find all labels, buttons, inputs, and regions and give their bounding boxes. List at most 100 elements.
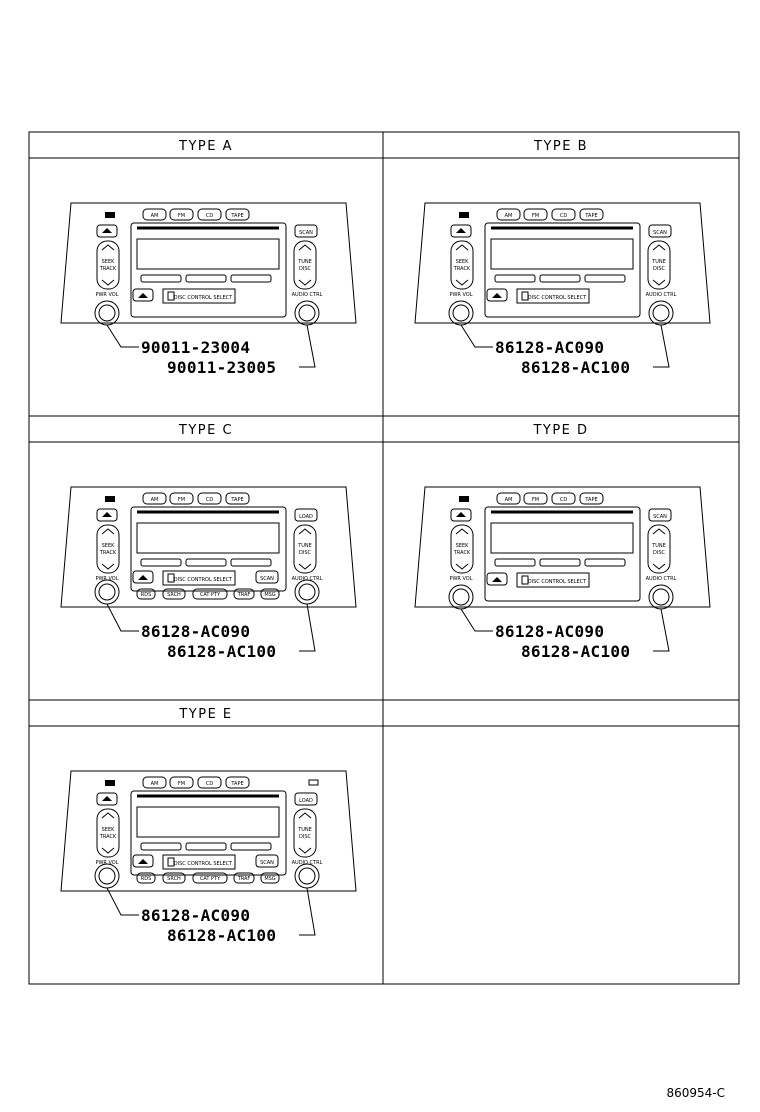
preset-button[interactable]: CD xyxy=(551,492,576,505)
drawing-code: 860954-C xyxy=(666,1086,725,1100)
logo-icon xyxy=(105,212,115,218)
button-label: SRCH xyxy=(167,592,181,598)
preset-bar-button[interactable] xyxy=(230,558,272,567)
preset-bar-button[interactable] xyxy=(584,274,626,283)
rocker-label: TRACK xyxy=(99,266,117,272)
scan-button[interactable]: SCAN xyxy=(255,570,279,584)
tune-disc-rocker[interactable] xyxy=(293,240,317,290)
control-indicator xyxy=(521,291,529,301)
leader-line xyxy=(653,324,670,368)
preset-bar-button[interactable] xyxy=(539,274,581,283)
preset-button[interactable]: AM xyxy=(142,492,167,505)
button-outline xyxy=(162,588,186,600)
rds-button[interactable]: SRCH xyxy=(162,872,186,884)
preset-button[interactable]: AM xyxy=(142,208,167,221)
logo-icon xyxy=(105,780,115,786)
rocker-label: TUNE xyxy=(651,543,666,549)
preset-button[interactable]: AM xyxy=(496,208,521,221)
rds-button[interactable]: MSG xyxy=(260,872,280,884)
eject-button[interactable] xyxy=(96,224,118,238)
preset-bar-button[interactable] xyxy=(539,558,581,567)
eject-button[interactable] xyxy=(132,570,154,584)
preset-button[interactable]: TAPE xyxy=(225,776,250,789)
seek-track-rocker[interactable] xyxy=(450,240,474,290)
logo-icon xyxy=(459,212,469,218)
preset-button[interactable]: AM xyxy=(142,776,167,789)
preset-button[interactable]: TAPE xyxy=(579,492,604,505)
preset-bar-button[interactable] xyxy=(494,274,536,283)
rds-button[interactable]: MSG xyxy=(260,588,280,600)
scan-load-button[interactable]: SCAN xyxy=(648,224,672,238)
preset-bar-button[interactable] xyxy=(185,558,227,567)
seek-track-rocker[interactable] xyxy=(96,524,120,574)
disc-control-select[interactable]: DISC CONTROL SELECT xyxy=(162,854,236,870)
knob-label: PWR VOL xyxy=(95,292,118,298)
preset-button[interactable]: AM xyxy=(496,492,521,505)
preset-bar-button[interactable] xyxy=(140,274,182,283)
preset-button[interactable]: FM xyxy=(169,776,194,789)
tune-disc-rocker[interactable] xyxy=(647,524,671,574)
disc-control-select[interactable]: DISC CONTROL SELECT xyxy=(516,572,590,588)
scan-load-button[interactable]: SCAN xyxy=(294,224,318,238)
seek-track-rocker[interactable] xyxy=(96,808,120,858)
rds-button[interactable]: SRCH xyxy=(162,588,186,600)
preset-button[interactable]: TAPE xyxy=(225,492,250,505)
eject-button[interactable] xyxy=(96,508,118,522)
scan-load-button[interactable]: SCAN xyxy=(648,508,672,522)
scan-button[interactable]: SCAN xyxy=(255,854,279,868)
seek-track-rocker[interactable] xyxy=(450,524,474,574)
display-housing xyxy=(484,506,641,602)
preset-button[interactable]: FM xyxy=(523,208,548,221)
preset-button[interactable]: FM xyxy=(523,492,548,505)
preset-button[interactable]: FM xyxy=(169,208,194,221)
seek-track-rocker[interactable] xyxy=(96,240,120,290)
chevron-up-icon xyxy=(455,244,469,251)
disc-control-select[interactable]: DISC CONTROL SELECT xyxy=(516,288,590,304)
button-outline xyxy=(294,792,318,806)
button-label: SCAN xyxy=(653,230,667,236)
scan-load-button[interactable]: LOAD xyxy=(294,792,318,806)
rds-button[interactable]: CAT PTY xyxy=(192,588,228,600)
scan-load-button[interactable]: LOAD xyxy=(294,508,318,522)
rds-button[interactable]: RDS xyxy=(136,872,156,884)
preset-button[interactable]: CD xyxy=(551,208,576,221)
leader-line xyxy=(299,887,316,936)
eject-button[interactable] xyxy=(450,224,472,238)
rocker-label: DISC xyxy=(299,266,311,272)
tune-disc-rocker[interactable] xyxy=(293,808,317,858)
button-outline xyxy=(192,588,228,600)
eject-button[interactable] xyxy=(486,288,508,302)
rds-button[interactable]: TRAF xyxy=(233,872,255,884)
preset-bar-button[interactable] xyxy=(185,274,227,283)
button-label: TAPE xyxy=(584,497,597,503)
preset-button[interactable]: TAPE xyxy=(579,208,604,221)
tune-disc-rocker[interactable] xyxy=(293,524,317,574)
preset-button[interactable]: CD xyxy=(197,492,222,505)
tune-disc-rocker[interactable] xyxy=(647,240,671,290)
rds-button[interactable]: RDS xyxy=(136,588,156,600)
preset-button[interactable]: CD xyxy=(197,208,222,221)
eject-button[interactable] xyxy=(450,508,472,522)
preset-button[interactable]: FM xyxy=(169,492,194,505)
chevron-up-icon xyxy=(652,244,666,251)
preset-button[interactable]: TAPE xyxy=(225,208,250,221)
eject-button[interactable] xyxy=(486,572,508,586)
display-housing xyxy=(130,506,287,592)
preset-bar-button[interactable] xyxy=(230,842,272,851)
preset-bar-button[interactable] xyxy=(185,842,227,851)
preset-bar-button[interactable] xyxy=(494,558,536,567)
preset-bar-button[interactable] xyxy=(140,842,182,851)
rocker-label: TUNE xyxy=(297,259,312,265)
disc-control-select[interactable]: DISC CONTROL SELECT xyxy=(162,570,236,586)
preset-bar-button[interactable] xyxy=(140,558,182,567)
rds-button[interactable]: TRAF xyxy=(233,588,255,600)
preset-button[interactable]: CD xyxy=(197,776,222,789)
rds-button[interactable]: CAT PTY xyxy=(192,872,228,884)
chevron-down-icon xyxy=(101,847,115,854)
disc-control-select[interactable]: DISC CONTROL SELECT xyxy=(162,288,236,304)
eject-button[interactable] xyxy=(96,792,118,806)
preset-bar-button[interactable] xyxy=(230,274,272,283)
preset-bar-button[interactable] xyxy=(584,558,626,567)
eject-button[interactable] xyxy=(132,288,154,302)
eject-button[interactable] xyxy=(132,854,154,868)
